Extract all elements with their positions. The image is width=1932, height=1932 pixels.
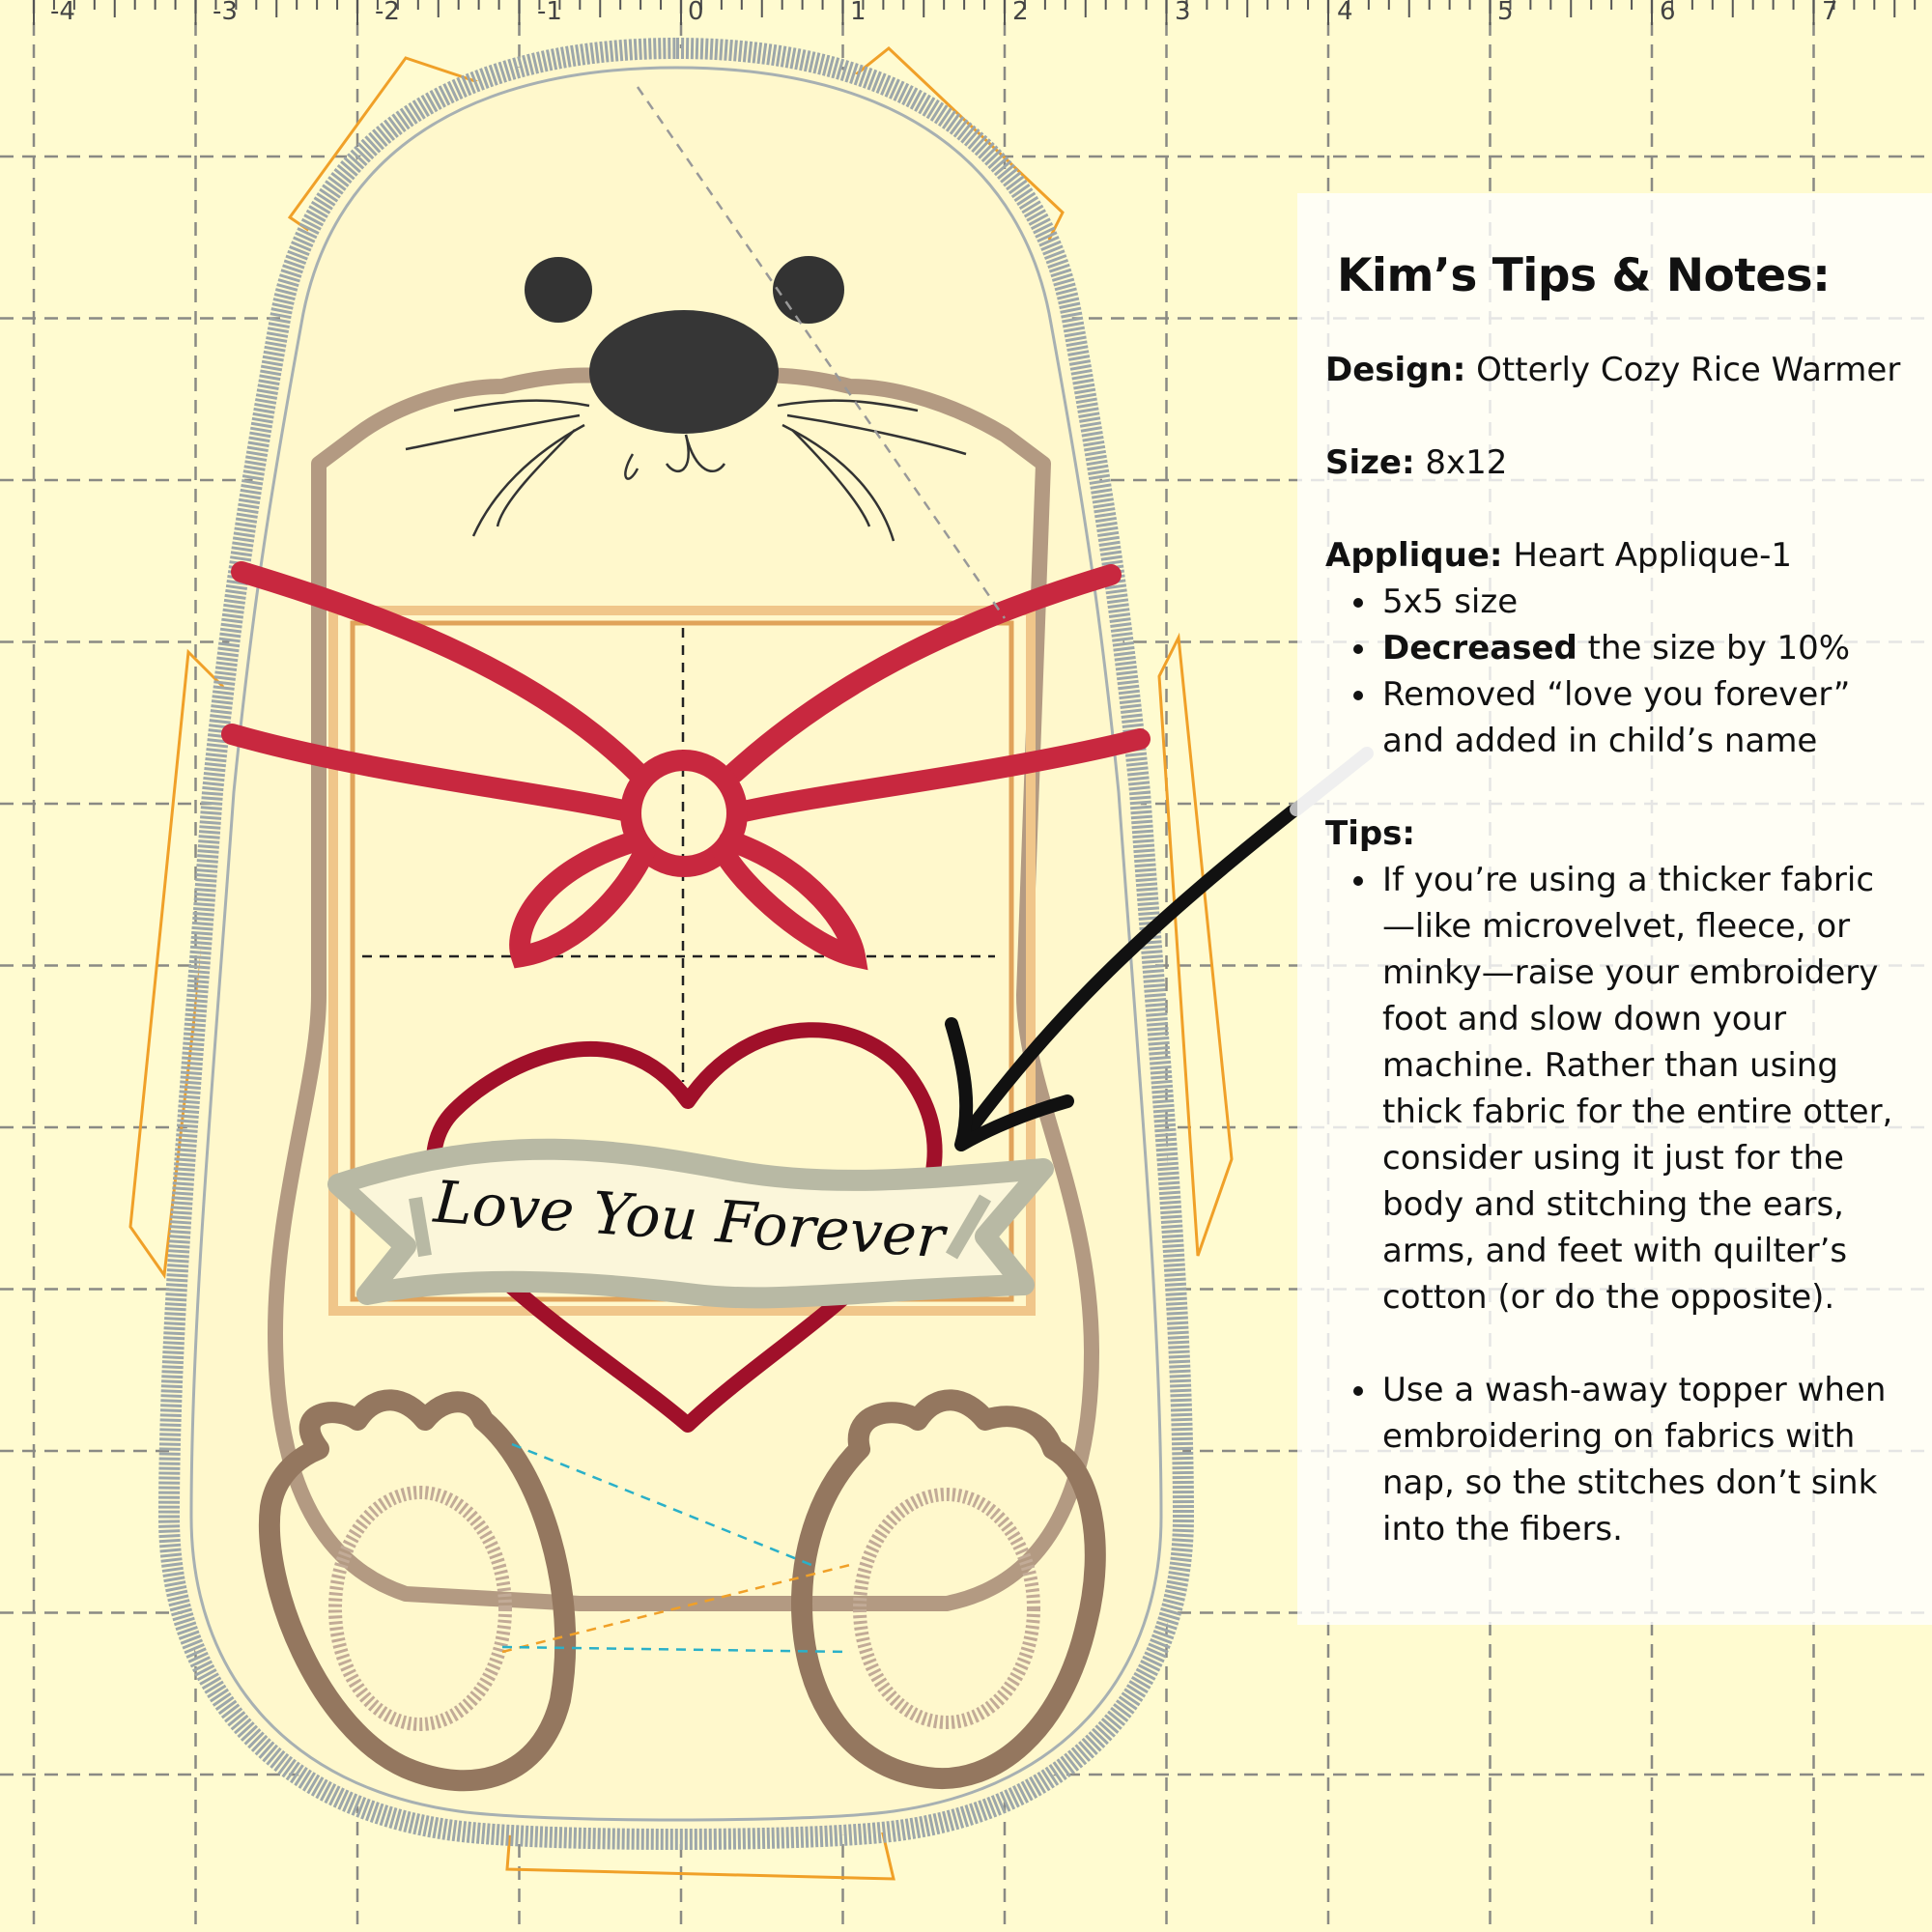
tip-text: Use a wash-away topper when embroidering… (1382, 1371, 1887, 1548)
applique-bullet-text: the size by 10% (1587, 629, 1851, 668)
tips-list: If you’re using a thicker fabric—like mi… (1325, 857, 1903, 1552)
ruler-label: -3 (213, 0, 238, 26)
notes-panel: Kim’s Tips & Notes: Design: Otterly Cozy… (1297, 193, 1932, 1625)
otter-eye-right (773, 256, 844, 324)
applique-bullet-text: Removed “love you forever” and added in … (1382, 675, 1851, 760)
applique-bullet-removed: Removed “love you forever” and added in … (1353, 671, 1903, 764)
ruler-label: 3 (1175, 0, 1191, 26)
applique-bullet-bold: Decreased (1382, 629, 1577, 668)
ruler-label: 1 (850, 0, 867, 26)
top-ruler: -4 -3 -2 -1 0 1 2 3 4 5 6 7 (33, 0, 1917, 26)
size-label: Size: (1325, 443, 1415, 482)
ruler-label: 6 (1660, 0, 1676, 26)
tips-row: Tips: (1325, 810, 1903, 857)
notes-title: Kim’s Tips & Notes: (1337, 249, 1831, 302)
ruler-label: 7 (1822, 0, 1838, 26)
name-banner: Love You Forever (327, 1138, 1054, 1309)
otter-foot-left (258, 1389, 577, 1792)
applique-frame-outer (328, 606, 1036, 1316)
tips-label: Tips: (1325, 814, 1416, 853)
applique-bullet-text: 5x5 size (1382, 582, 1519, 621)
otter-foot-right (791, 1389, 1106, 1790)
applique-row: Applique: Heart Applique-1 (1325, 532, 1903, 579)
ruler-label: -1 (537, 0, 562, 26)
paw-pad-left (328, 1486, 512, 1731)
center-crosshair (362, 628, 995, 1082)
applique-value: Heart Applique-1 (1513, 536, 1793, 575)
otter-eye-left (525, 257, 592, 323)
ruler-label: 2 (1012, 0, 1029, 26)
ruler-label: 0 (688, 0, 704, 26)
heart-applique (426, 1022, 943, 1433)
otter-ribbon (221, 561, 1151, 971)
applique-label: Applique: (1325, 536, 1503, 575)
ruler-label: 4 (1337, 0, 1353, 26)
pointer-arrow-shaft (959, 805, 1299, 1142)
applique-list: 5x5 size Decreased the size by 10% Remov… (1325, 579, 1903, 764)
design-row: Design: Otterly Cozy Rice Warmer (1325, 347, 1903, 393)
ruler-label: -2 (375, 0, 400, 26)
otter-design: Love You Forever (128, 37, 1234, 1881)
otter-outline-inner (189, 66, 1163, 1822)
paw-pad-right (853, 1488, 1040, 1729)
otter-satin-edge (157, 37, 1195, 1850)
otter-whiskers (405, 399, 967, 542)
jump-stitches (501, 86, 1007, 1654)
ruler-label: 5 (1497, 0, 1514, 26)
design-value: Otterly Cozy Rice Warmer (1476, 351, 1901, 389)
ruler-label: -4 (50, 0, 75, 26)
size-value: 8x12 (1425, 443, 1508, 482)
size-row: Size: 8x12 (1325, 440, 1903, 486)
tip-item: If you’re using a thicker fabric—like mi… (1353, 857, 1903, 1321)
applique-bullet-size: 5x5 size (1353, 579, 1903, 625)
tip-text: If you’re using a thicker fabric—like mi… (1382, 861, 1893, 1317)
pointer-arrow-head (945, 1017, 1074, 1151)
applique-bullet-decreased: Decreased the size by 10% (1353, 625, 1903, 671)
tip-item: Use a wash-away topper when embroidering… (1353, 1367, 1903, 1552)
otter-nose (589, 310, 779, 434)
design-label: Design: (1325, 351, 1466, 389)
placement-arm-right (1157, 632, 1234, 1257)
otter-feet (258, 1389, 1106, 1792)
